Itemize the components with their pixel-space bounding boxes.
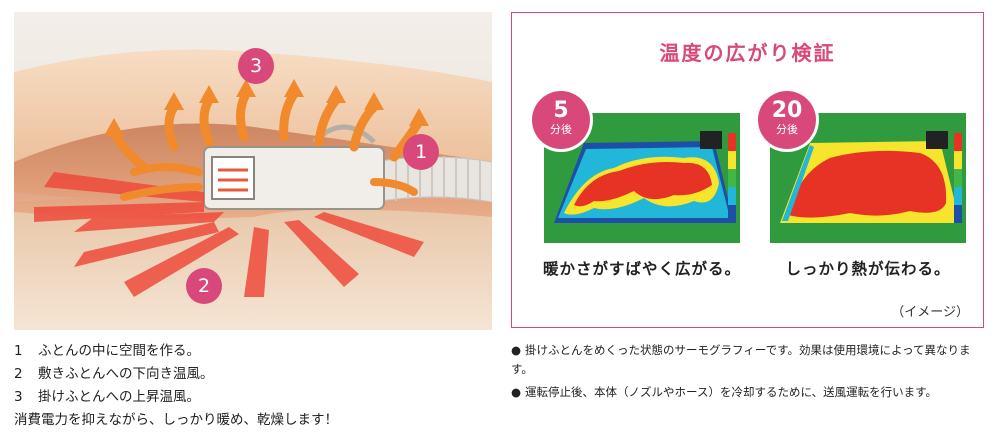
caption-number: 2 bbox=[14, 366, 23, 382]
marker-3: 3 bbox=[238, 48, 274, 84]
badge-20min: 20 分後 bbox=[758, 91, 816, 149]
footnote-1: ●掛けふとんをめくった状態のサーモグラフィーです。効果は使用環境によって異なりま… bbox=[511, 341, 991, 379]
caption-item-3: 3 掛けふとんへの上昇温風。 bbox=[14, 386, 494, 409]
caption-item-2: 2 敷きふとんへの下向き温風。 bbox=[14, 363, 494, 386]
panel-title: 温度の広がり検証 bbox=[659, 41, 836, 65]
caption-20min: しっかり熱が伝わる。 bbox=[785, 260, 951, 278]
caption-number: 3 bbox=[14, 389, 23, 405]
marker-1: 1 bbox=[403, 134, 439, 170]
caption-summary: 消費電力を抑えながら、しっかり暖め、乾燥します！ bbox=[14, 412, 338, 428]
caption-text: ふとんの中に空間を作る。 bbox=[38, 343, 200, 359]
footnotes: ●掛けふとんをめくった状態のサーモグラフィーです。効果は使用環境によって異なりま… bbox=[511, 341, 991, 406]
caption-number: 1 bbox=[14, 343, 23, 359]
feature-captions: 1 ふとんの中に空間を作る。 2 敷きふとんへの下向き温風。 3 掛けふとんへの上昇温… bbox=[14, 340, 494, 432]
badge-number: 20 bbox=[771, 98, 803, 123]
badge-5min: 5 分後 bbox=[532, 91, 590, 149]
caption-item-1: 1 ふとんの中に空間を作る。 bbox=[14, 340, 494, 363]
badge-number: 5 bbox=[553, 98, 569, 123]
bullet-icon: ● bbox=[511, 385, 522, 399]
bullet-icon: ● bbox=[511, 343, 522, 357]
footnote-text: 掛けふとんをめくった状態のサーモグラフィーです。効果は使用環境によって異なります… bbox=[511, 343, 971, 376]
temperature-verification-panel: 温度の広がり検証 5 分後 暖かさがすばやく広がる。 bbox=[511, 12, 984, 328]
caption-5min: 暖かさがすばやく広がる。 bbox=[542, 260, 741, 278]
futon-dryer-illustration: 3 1 2 bbox=[14, 12, 492, 330]
caption-text: 敷きふとんへの下向き温風。 bbox=[38, 366, 214, 382]
caption-text: 掛けふとんへの上昇温風。 bbox=[38, 389, 200, 405]
marker-2: 2 bbox=[186, 268, 222, 304]
badge-unit: 分後 bbox=[550, 123, 572, 136]
thermography-5min bbox=[544, 113, 740, 243]
footnote-text: 運転停止後、本体（ノズルやホース）を冷却するために、送風運転を行います。 bbox=[525, 385, 937, 399]
badge-unit: 分後 bbox=[776, 123, 798, 136]
footnote-2: ●運転停止後、本体（ノズルやホース）を冷却するために、送風運転を行います。 bbox=[511, 383, 991, 402]
image-note: （イメージ） bbox=[891, 305, 969, 320]
